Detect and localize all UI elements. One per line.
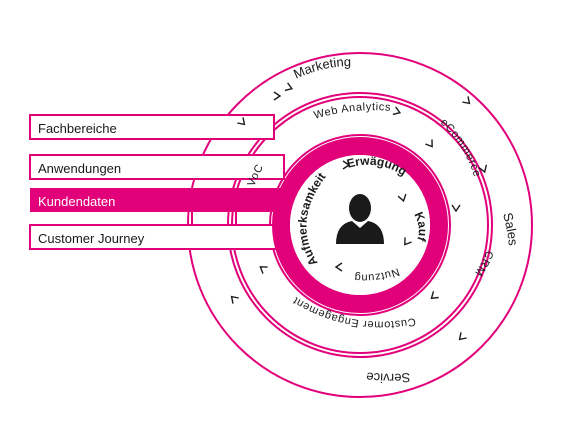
customer-journey-ring xyxy=(272,137,448,313)
band-kundendaten xyxy=(30,188,290,212)
core-circle xyxy=(290,155,430,295)
band-customer-journey xyxy=(29,224,285,250)
flow-arrow-icon xyxy=(230,295,239,304)
flow-arrow-icon xyxy=(397,193,407,203)
flow-arrow-icon xyxy=(392,106,402,116)
outer-label-service: Service xyxy=(366,369,411,385)
band-anwendungen xyxy=(29,154,285,180)
layer-label-anwendungen: Anwendungen xyxy=(38,161,121,176)
flow-arrow-icon xyxy=(425,139,433,148)
flow-arrow-icon xyxy=(342,160,351,170)
flow-arrow-icon xyxy=(237,117,246,126)
flow-arrow-icon xyxy=(478,164,488,174)
flow-arrow-icon xyxy=(334,262,343,272)
flow-arrow-icon xyxy=(430,291,439,300)
flow-arrow-icon xyxy=(404,237,412,246)
flow-arrow-icon xyxy=(259,266,268,274)
flow-arrow-icon xyxy=(273,91,282,101)
band-fachbereiche xyxy=(29,114,275,140)
flow-arrow-icon xyxy=(458,332,467,341)
layer-label-customer-journey: Customer Journey xyxy=(38,231,145,246)
flow-arrow-icon xyxy=(462,96,471,105)
flow-arrow-icon xyxy=(451,204,461,213)
flow-arrow-icon xyxy=(284,82,294,92)
person-icon xyxy=(336,194,384,244)
layer-label-kundendaten: Kundendaten xyxy=(38,194,115,209)
flow-arrows xyxy=(230,82,488,341)
layer-label-fachbereiche: Fachbereiche xyxy=(38,121,117,136)
inner-label-kauf: Kauf xyxy=(412,210,430,244)
